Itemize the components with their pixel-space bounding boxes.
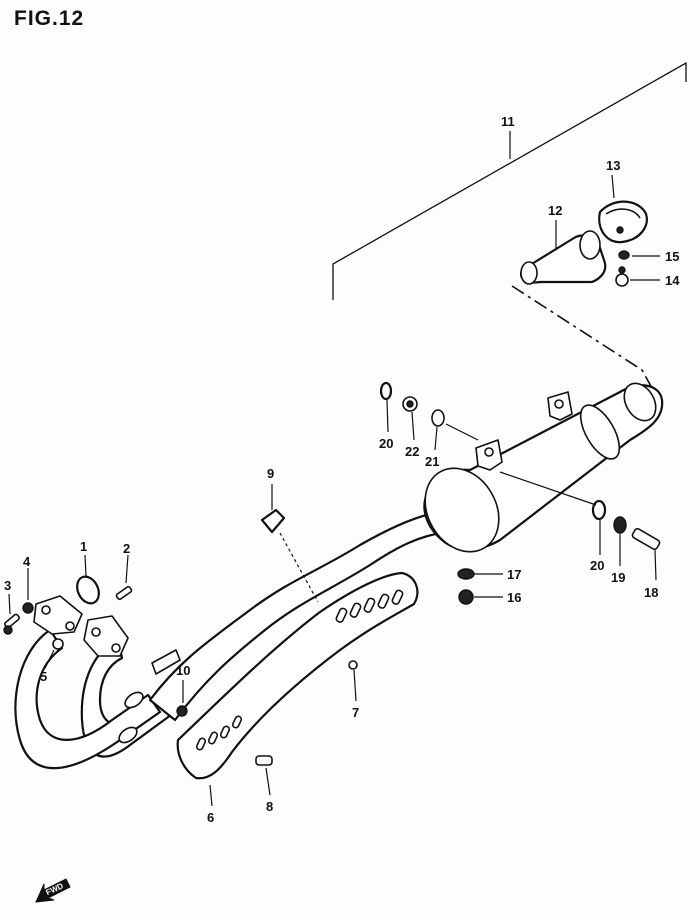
- callout-labels: 1 2 3 4 5 6 7 8 9 10 11 12 13 14 15 16 1…: [4, 114, 680, 825]
- bolt-3: [3, 613, 21, 635]
- assembly-bracket-11: [332, 61, 687, 300]
- screw-7: [348, 660, 358, 670]
- callout-4: 4: [23, 554, 31, 569]
- callout-13: 13: [606, 158, 620, 173]
- callout-16: 16: [507, 590, 521, 605]
- alignment-line: [511, 285, 653, 389]
- callout-18: 18: [644, 585, 658, 600]
- bolt-18: [631, 527, 661, 551]
- grommet-22: [402, 396, 418, 412]
- tail-pipe: [520, 230, 607, 285]
- collar-21: [431, 409, 445, 427]
- nut-16: [458, 589, 474, 605]
- callout-2: 2: [123, 541, 130, 556]
- heat-protector: [176, 571, 419, 780]
- silencer: [423, 382, 664, 553]
- callout-8: 8: [266, 799, 273, 814]
- exhaust-gasket: [76, 575, 100, 605]
- callout-6: 6: [207, 810, 214, 825]
- callout-15: 15: [665, 249, 679, 264]
- washer-15: [618, 250, 630, 260]
- washer-20-upper: [379, 381, 393, 401]
- bolt-10: [176, 705, 188, 717]
- callout-22: 22: [405, 444, 419, 459]
- callout-5: 5: [40, 669, 47, 684]
- callout-1: 1: [80, 539, 87, 554]
- callout-11: 11: [501, 114, 515, 129]
- bolt-14: [615, 266, 629, 287]
- silencer-end-cap: [598, 200, 648, 244]
- callout-21: 21: [425, 454, 439, 469]
- washer-20-lower: [591, 499, 607, 521]
- pipe-clamp: [260, 508, 286, 534]
- callout-17: 17: [507, 567, 521, 582]
- callout-14: 14: [665, 273, 680, 288]
- forward-arrow: FWD: [35, 878, 71, 903]
- washer-17: [457, 568, 475, 580]
- nut-4: [22, 602, 34, 614]
- callout-12: 12: [548, 203, 562, 218]
- figure-title: FIG.12: [14, 7, 84, 30]
- washer-5: [52, 638, 64, 650]
- callout-9: 9: [267, 466, 274, 481]
- washer-19: [613, 516, 627, 534]
- protector-vent-slots: [195, 589, 404, 751]
- leader-lines: [8, 174, 660, 807]
- stud-bolt: [115, 585, 133, 601]
- callout-19: 19: [611, 570, 625, 585]
- callout-10: 10: [176, 663, 190, 678]
- callout-20-lower: 20: [590, 558, 604, 573]
- callout-7: 7: [352, 705, 359, 720]
- callout-20-upper: 20: [379, 436, 393, 451]
- bolt-8: [255, 755, 273, 766]
- callout-3: 3: [4, 578, 11, 593]
